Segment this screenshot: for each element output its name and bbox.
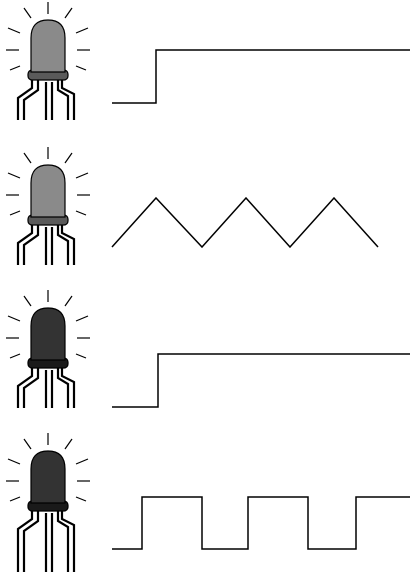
led-icon	[6, 290, 90, 408]
row-3-svg	[6, 290, 410, 408]
led-rays	[6, 290, 90, 359]
led-body	[30, 307, 66, 361]
led-leads	[16, 368, 76, 408]
row-4	[0, 429, 410, 573]
row-2	[0, 143, 410, 286]
waveform-triangle	[111, 196, 379, 249]
led-icon	[6, 433, 90, 572]
row-1	[0, 0, 410, 143]
waveform-step	[112, 353, 410, 408]
row-2-svg	[6, 147, 379, 265]
waveform-square	[112, 496, 410, 550]
waveform-step	[112, 49, 410, 104]
led-leads	[16, 511, 76, 572]
led-body	[30, 450, 66, 504]
led-body	[30, 19, 66, 73]
row-3	[0, 286, 410, 429]
led-leads	[16, 225, 76, 265]
led-rays	[6, 147, 90, 216]
led-rays	[6, 2, 90, 71]
led-icon	[6, 147, 90, 265]
row-4-svg	[6, 433, 410, 572]
led-rays	[6, 433, 90, 502]
led-icon	[6, 2, 90, 120]
led-body	[30, 164, 66, 218]
row-1-svg	[6, 2, 410, 120]
led-leads	[16, 80, 76, 120]
